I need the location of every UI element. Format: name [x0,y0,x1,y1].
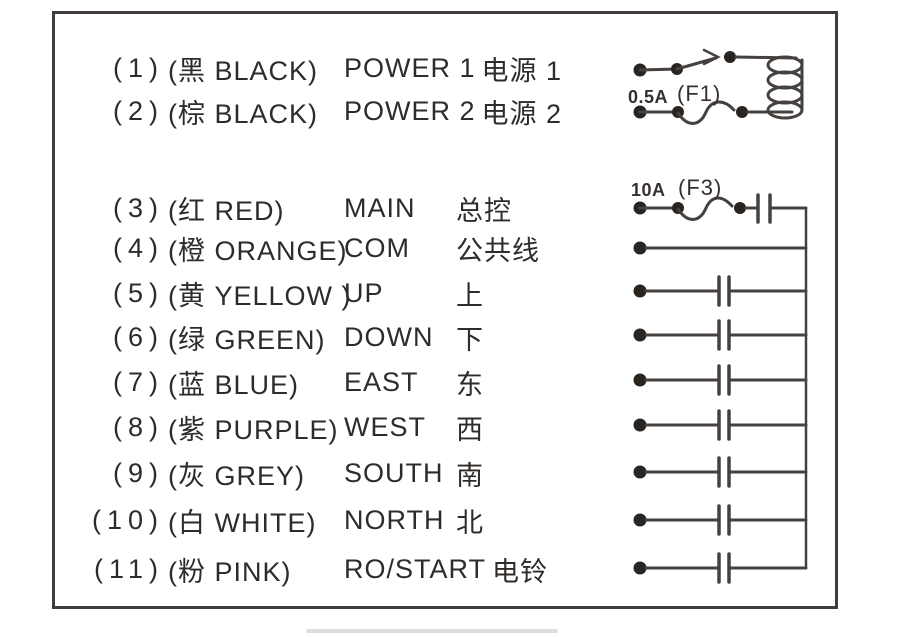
main-contact-icon [756,193,808,224]
wire-number: (8) [113,411,164,442]
terminal-dot [633,373,647,387]
contact-row-north [633,504,808,536]
com-line [633,241,808,255]
contact-row-down [633,319,808,351]
wire-function-en: NORTH [344,504,445,535]
wire-function-en: COM [344,232,410,263]
wire-function-zh: 公共线 [456,235,540,266]
wire-color-label: (蓝 BLUE) [168,369,300,400]
contact-row-up [633,275,808,307]
contact-row-south [633,456,808,488]
terminal-dot [633,328,647,342]
switch-icon [633,48,798,77]
terminal-dot [724,51,736,63]
wire-row-8: (8) (紫 PURPLE) WEST 西 [52,406,484,448]
wire-function-zh: 上 [456,280,484,311]
wire-number: (10) [91,504,164,535]
wire-number: (2) [113,95,164,126]
arrow-head-icon [702,48,721,66]
wire-number: (7) [113,366,164,397]
wire-function-en: SOUTH [344,457,444,488]
wire-number: (11) [93,553,164,584]
wire-function-en: POWER 2 [344,95,476,126]
wire-row-1: (1) (黑 BLACK) POWER 1 电源 1 [52,47,562,89]
wire-color-label: (橙 ORANGE) [168,235,348,266]
terminal-dot [736,106,748,118]
fuse-f3-name: (F3) [678,175,723,200]
relay-coil-icon [766,55,804,120]
wire-function-zh: 电源 1 [481,55,563,86]
wire-function-zh: 南 [456,460,484,491]
wire-function-en: MAIN [344,192,416,223]
fuse-f1-name: (F1) [677,81,722,106]
wire-number: (3) [113,192,164,223]
wire-function-zh: 总控 [456,195,512,226]
wire-number: (5) [113,277,164,308]
fuse-f1-rating: 0.5A [628,87,669,107]
wire-row-4: (4) (橙 ORANGE) COM 公共线 [52,227,540,269]
wire-function-zh: 西 [456,414,484,445]
wire-function-en: EAST [344,366,419,397]
wire-color-label: (棕 BLACK) [168,98,319,129]
wire-row-7: (7) (蓝 BLUE) EAST 东 [52,361,484,403]
wire-row-11: (11) (粉 PINK) RO/START 电铃 [52,548,548,590]
wire-function-zh: 电铃 [492,556,549,587]
wire-color-label: (灰 GREY) [168,460,306,491]
fuse-f3-rating: 10A [631,180,666,200]
wire-color-label: (紫 PURPLE) [168,414,339,445]
wire-number: (9) [113,457,164,488]
wire-color-label: (红 RED) [168,195,285,226]
wire-function-zh: 下 [456,324,484,355]
wire-row-9: (9) (灰 GREY) SOUTH 南 [52,452,484,494]
contact-row-start [633,552,808,584]
wire-function-zh: 东 [456,369,484,400]
wire-row-6: (6) (绿 GREEN) DOWN 下 [52,316,484,358]
terminal-dot [633,241,647,255]
contact-row-west [633,409,808,441]
wire-function-en: POWER 1 [344,52,476,83]
terminal-dot [633,284,647,298]
wire-number: (4) [113,232,164,263]
wire-function-en: UP [344,277,384,308]
terminal-dot [633,418,647,432]
wire-color-label: (白 WHITE) [168,507,317,538]
wire-number: (1) [113,52,164,83]
terminal-dot [633,561,647,575]
wire-function-en: WEST [344,411,426,442]
wire-row-5: (5) (黄 YELLOW ) UP 上 [52,272,484,314]
wire-color-label: (粉 PINK) [168,556,292,587]
terminal-dot [633,513,647,527]
wire-function-zh: 北 [456,507,484,538]
wire-function-en: RO/START [344,553,487,584]
fuse-f3-icon [633,196,758,221]
wire-function-en: DOWN [344,321,434,352]
diagram-frame [52,11,838,609]
terminal-dot [633,465,647,479]
wire-row-2: (2) (棕 BLACK) POWER 2 电源 2 [52,90,562,132]
fuse-f1-icon [633,100,794,125]
wire-color-label: (黑 BLACK) [168,55,319,86]
wire-row-3: (3) (红 RED) MAIN 总控 [52,187,512,229]
wire-color-label: (绿 GREEN) [168,324,326,355]
contact-row-east [633,364,808,396]
wire-number: (6) [113,321,164,352]
terminal-dot [734,202,746,214]
bottom-shadow-bar [306,629,558,633]
wire-function-zh: 电源 2 [481,98,563,129]
wire-row-10: (10) (白 WHITE) NORTH 北 [52,499,484,541]
